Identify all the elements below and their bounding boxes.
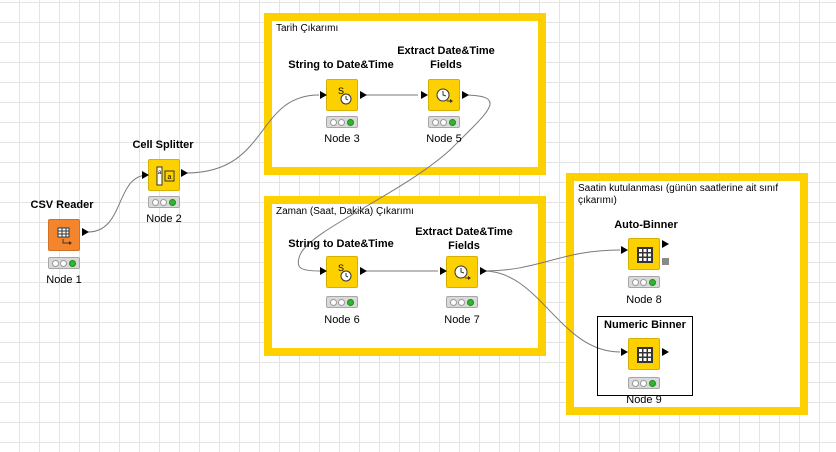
status-light-red <box>449 298 457 306</box>
annotation-zaman-text: Zaman (Saat, Dakika) Çıkarımı <box>276 206 414 217</box>
node-1-title: CSV Reader <box>30 199 94 211</box>
node-1-label[interactable]: Node 1 <box>46 274 82 286</box>
node-6-status <box>326 296 358 308</box>
string-to-datetime-icon: S <box>338 86 352 105</box>
node-9-selection-box[interactable] <box>597 316 693 396</box>
string-to-datetime-node-3[interactable]: S <box>326 79 358 111</box>
status-light-yellow <box>440 118 448 126</box>
node-9-title: Numeric Binner <box>604 319 686 331</box>
status-light-green <box>449 118 457 126</box>
node-8-model-port[interactable] <box>662 258 669 265</box>
node-7-status <box>446 296 478 308</box>
status-light-yellow <box>458 298 466 306</box>
extract-datetime-icon <box>436 88 453 103</box>
annotation-saatin-text: Saatin kutulanması (günün saatlerine ait… <box>578 183 779 206</box>
status-light-green <box>649 379 657 387</box>
string-to-datetime-icon: S <box>338 263 352 282</box>
node-8-title: Auto-Binner <box>614 219 678 231</box>
node-2-title: Cell Splitter <box>132 139 194 151</box>
node-2-input-port[interactable] <box>142 171 149 179</box>
csv-reader-icon <box>57 227 72 245</box>
extract-datetime-node-7[interactable] <box>446 256 478 288</box>
status-light-green <box>169 198 177 206</box>
node-3-input-port[interactable] <box>320 91 327 99</box>
status-light-yellow <box>338 298 346 306</box>
node-9-input-port[interactable] <box>621 348 628 356</box>
status-light-yellow <box>60 259 68 267</box>
node-8-status <box>628 276 660 288</box>
node-5-input-port[interactable] <box>421 91 428 99</box>
node-2-label[interactable]: Node 2 <box>146 213 182 225</box>
node-6-output-port[interactable] <box>360 267 367 275</box>
node-7-title: Extract Date&Time Fields <box>415 226 513 252</box>
binner-icon <box>637 247 653 263</box>
node-6-input-port[interactable] <box>320 267 327 275</box>
svg-text:S: S <box>338 263 344 273</box>
annotation-zaman[interactable]: Zaman (Saat, Dakika) Çıkarımı <box>264 196 546 356</box>
node-9-status <box>628 377 660 389</box>
node-9-output-port[interactable] <box>662 348 669 356</box>
node-6-label[interactable]: Node 6 <box>324 314 360 326</box>
status-light-green <box>347 118 355 126</box>
node-2-status <box>148 196 180 208</box>
node-7-label[interactable]: Node 7 <box>444 314 480 326</box>
status-light-yellow <box>338 118 346 126</box>
status-light-red <box>431 118 439 126</box>
status-light-red <box>329 298 337 306</box>
string-to-datetime-node-6[interactable]: S <box>326 256 358 288</box>
node-8-label[interactable]: Node 8 <box>626 294 662 306</box>
status-light-green <box>649 278 657 286</box>
node-9-label[interactable]: Node 9 <box>626 394 662 406</box>
node-5-output-port[interactable] <box>462 91 469 99</box>
annotation-tarih[interactable]: Tarih Çıkarımı <box>264 13 546 175</box>
extract-datetime-node-5[interactable] <box>428 79 460 111</box>
node-6-title: String to Date&Time <box>288 238 394 250</box>
cell-splitter-node[interactable]: a a <box>148 159 180 191</box>
node-2-output-port[interactable] <box>181 169 188 177</box>
annotation-tarih-text: Tarih Çıkarımı <box>276 23 339 34</box>
node-5-title: Extract Date&Time Fields <box>397 45 495 71</box>
node-8-input-port[interactable] <box>621 246 628 254</box>
status-light-yellow <box>640 379 648 387</box>
node-3-output-port[interactable] <box>360 91 367 99</box>
extract-datetime-icon <box>454 265 471 280</box>
node-7-input-port[interactable] <box>440 267 447 275</box>
cell-splitter-icon: a a <box>156 166 175 186</box>
status-light-green <box>347 298 355 306</box>
auto-binner-node[interactable] <box>628 238 660 270</box>
status-light-red <box>151 198 159 206</box>
status-light-green <box>467 298 475 306</box>
node-5-status <box>428 116 460 128</box>
node-3-label[interactable]: Node 3 <box>324 133 360 145</box>
status-light-red <box>631 278 639 286</box>
node-3-title: String to Date&Time <box>288 59 394 71</box>
node-7-output-port[interactable] <box>480 267 487 275</box>
node-1-status <box>48 257 80 269</box>
status-light-red <box>51 259 59 267</box>
status-light-red <box>631 379 639 387</box>
node-8-output-port[interactable] <box>662 240 669 248</box>
svg-text:S: S <box>338 86 344 96</box>
node-5-label[interactable]: Node 5 <box>426 133 462 145</box>
node-1-output-port[interactable] <box>82 228 89 236</box>
status-light-red <box>329 118 337 126</box>
numeric-binner-node[interactable] <box>628 338 660 370</box>
binner-icon <box>637 347 653 363</box>
status-light-yellow <box>160 198 168 206</box>
status-light-green <box>69 259 77 267</box>
node-3-status <box>326 116 358 128</box>
svg-text:a: a <box>158 170 162 176</box>
csv-reader-node[interactable] <box>48 219 80 251</box>
svg-text:a: a <box>168 174 172 181</box>
status-light-yellow <box>640 278 648 286</box>
